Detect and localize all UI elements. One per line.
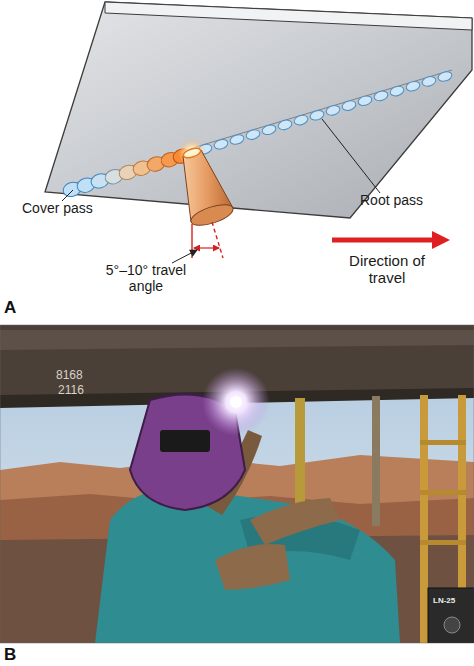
nozzle-end	[189, 201, 236, 230]
beam-highlight	[0, 330, 474, 350]
direction-label: Direction of travel	[345, 252, 429, 287]
angle-label: 5°–10° travel angle	[100, 262, 192, 294]
weld-ripple	[261, 123, 277, 136]
nozzle-tip	[182, 146, 202, 159]
feeder-knob	[444, 617, 460, 633]
panel-letter: B	[4, 645, 34, 665]
leader-line	[172, 250, 197, 263]
sky	[0, 325, 474, 643]
weld-ripple	[213, 138, 229, 151]
ladder-rung	[420, 490, 466, 495]
leader-line	[62, 190, 73, 201]
weld-ripple	[405, 80, 421, 93]
welding-glove	[215, 544, 290, 590]
travel-direction-arrowhead	[432, 231, 450, 249]
welding-jacket	[95, 488, 400, 643]
weld-ripple	[373, 90, 389, 103]
weld-ripple	[437, 70, 453, 83]
joint-line	[66, 70, 452, 186]
weld-ripple	[357, 94, 373, 107]
weld-ripple	[277, 119, 293, 132]
leader-line	[322, 119, 380, 193]
weld-ripple	[229, 133, 245, 146]
helmet-lens	[160, 430, 210, 452]
travel-direction-arrow	[332, 238, 436, 243]
weld-ripple	[421, 75, 437, 88]
beam-marking: 2116	[58, 384, 98, 398]
ladder-rung	[420, 440, 466, 445]
panel-b-photo	[0, 325, 474, 643]
weld-ripple	[293, 114, 309, 127]
support-post	[372, 396, 380, 526]
equipment-label: LN-25	[433, 596, 473, 605]
part-label: Cover pass	[22, 200, 112, 216]
weld-ripple	[341, 99, 357, 112]
ladder-rung	[420, 540, 466, 545]
welding-arc	[230, 396, 242, 408]
panel-letter: A	[4, 298, 34, 318]
panel-a-illustration	[45, 2, 472, 263]
beam-marking: 8168	[56, 369, 96, 383]
ladder-rail	[420, 395, 428, 643]
angle-dimension-arrow	[194, 247, 219, 248]
weld-ripple	[389, 85, 405, 98]
support-post	[295, 398, 305, 508]
plate-flange	[105, 2, 472, 30]
cover-pass-bead	[61, 147, 192, 199]
torch-axis-line	[212, 222, 223, 258]
gmaw-gun-nozzle	[182, 146, 235, 229]
welding-glove	[250, 498, 340, 545]
wire-feeder	[428, 588, 474, 643]
photo-frame	[0, 325, 474, 643]
arc-glow	[202, 368, 270, 436]
part-label: Root pass	[360, 192, 450, 208]
weld-ripple	[245, 128, 261, 141]
root-pass-bead	[197, 70, 453, 155]
steel-plate	[45, 2, 472, 218]
weld-ripple	[325, 104, 341, 117]
